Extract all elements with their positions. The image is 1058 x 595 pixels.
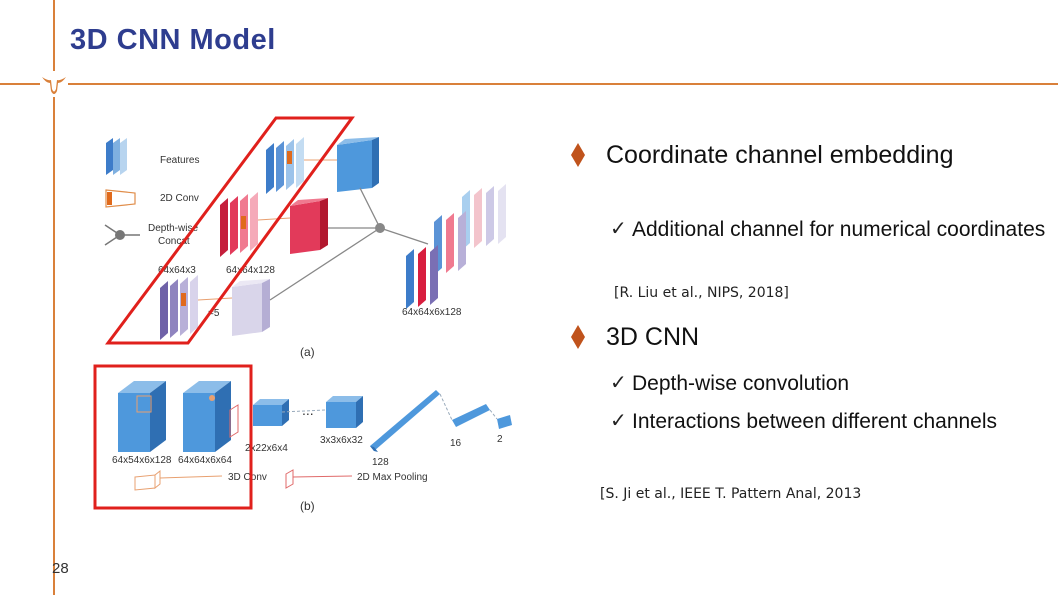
checkmark-icon: ✓ [610,410,627,432]
slide-title: 3D CNN Model [70,24,276,56]
ellipsis-label: ... [302,402,314,418]
dim-b1-label: 64x54x6x128 [112,455,172,466]
feature-stack-red [220,192,328,257]
dim-out-label: 64x64x6x128 [402,307,462,318]
sub-bullet-text: Interactions between different channels [632,410,998,433]
sub-bullet-additional-channel: ✓ Additional channel for numerical coord… [610,216,1050,270]
dim-b5-label: 128 [372,457,389,468]
longhorn-logo-icon [40,71,68,97]
page-number: 28 [52,560,69,577]
checkmark-icon: ✓ [610,218,627,240]
architecture-figure: Features 2D Conv Depth-wise Concat [93,116,512,513]
legend-3dconv-icon [134,469,223,491]
conv-volume-1 [118,381,166,452]
legend-features-icon [106,138,127,175]
sub-bullet-text: Depth-wise convolution [632,372,850,395]
reference-liu: [R. Liu et al., NIPS, 2018] [614,285,789,301]
horizontal-accent-rule [0,83,1058,85]
reference-ji: [S. Ji et al., IEEE T. Pattern Anal, 201… [600,486,862,502]
caption-a: (a) [300,345,315,359]
dim-b4-label: 3x3x6x32 [320,435,363,446]
fc-layer-2 [452,404,490,427]
legend-3dconv-label: 3D Conv [228,472,267,483]
dim-b6-label: 16 [450,438,462,449]
concat-connectors [269,187,429,301]
k-label: =5 [208,308,220,319]
legend-concat-label-2: Concat [158,236,190,247]
dim-input-label: 64x64x3 [158,265,196,276]
sub-bullet-interactions: ✓ Interactions between different channel… [610,408,1050,462]
vertical-accent-rule [53,0,55,595]
diamond-bullet-icon [571,143,585,167]
conv-volume-4 [326,396,363,428]
dim-mid-label: 64x64x128 [226,265,275,276]
legend-features-label: Features [160,155,199,166]
caption-b: (b) [300,499,315,513]
legend-concat-label-1: Depth-wise [148,223,198,234]
dim-b3-label: 2x22x6x4 [245,443,288,454]
legend-concat-icon [104,224,140,246]
sub-bullet-text: Additional channel for numerical coordin… [632,218,1046,241]
sub-bullet-depthwise: ✓ Depth-wise convolution [610,370,1050,397]
highlight-parallelogram [105,116,355,345]
fc-layer-3 [497,415,512,429]
conv-volume-2 [183,381,231,452]
legend-pool-icon [285,469,353,489]
diamond-bullet-icon [571,325,585,349]
bullet-text: Coordinate channel embedding [606,141,954,169]
checkmark-icon: ✓ [610,372,627,394]
feature-stack-purple [160,275,270,340]
bullet-3d-cnn: 3D CNN [570,322,1050,354]
highlight-rectangle [93,364,253,510]
legend-conv-icon [105,189,136,208]
feature-stack-top [266,137,379,194]
conv-volume-3 [229,399,289,438]
output-volume [406,184,506,309]
legend-conv-label: 2D Conv [160,193,199,204]
legend-pool-label: 2D Max Pooling [357,472,428,483]
dim-b2-label: 64x64x6x64 [178,455,232,466]
fc-layer-1 [370,390,440,452]
bullet-text: 3D CNN [606,323,700,351]
dim-b7-label: 2 [497,434,503,445]
bullet-coordinate-embedding: Coordinate channel embedding [570,140,1050,202]
